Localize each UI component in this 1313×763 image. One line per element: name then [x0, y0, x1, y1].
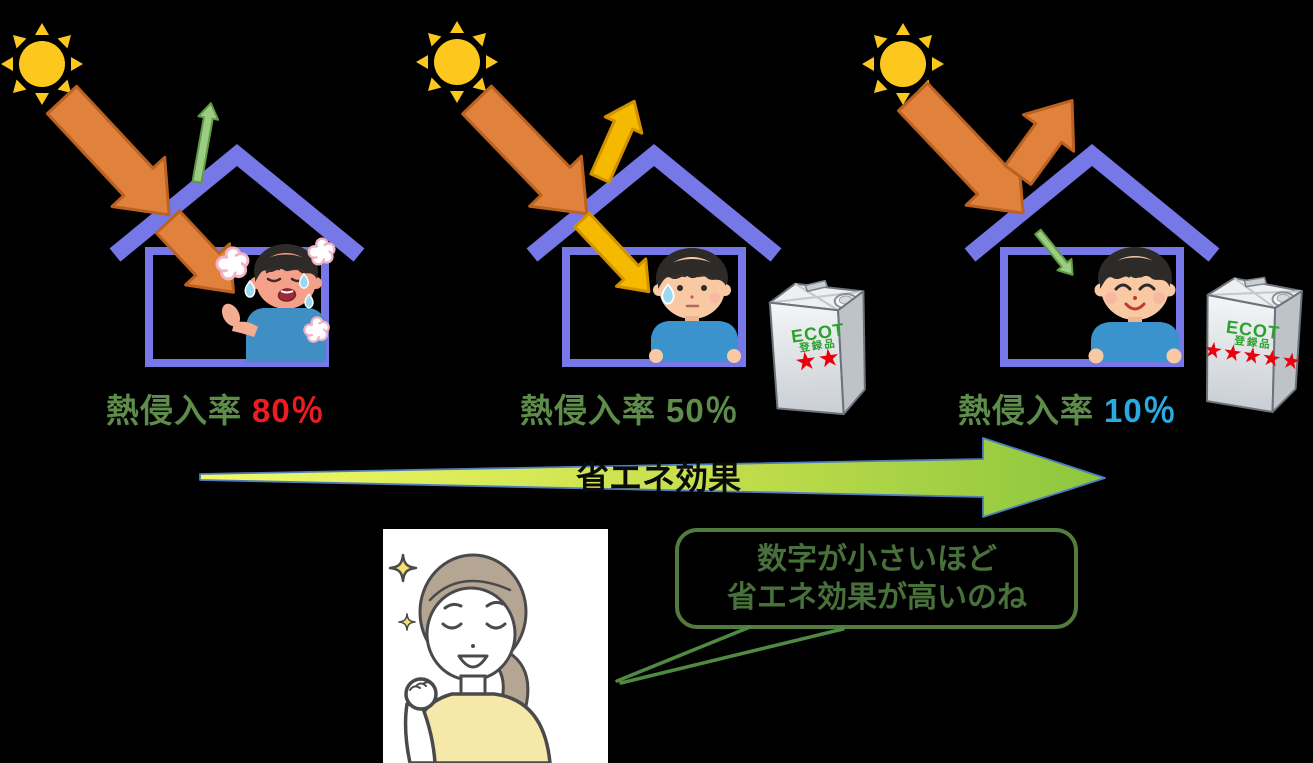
woman-illustration — [383, 529, 608, 763]
neutral-person — [649, 248, 741, 363]
incident-sunlight-arrow — [45, 84, 171, 217]
heat-rate-prefix: 熱侵入率 — [520, 392, 656, 429]
heat-rate-label: 熱侵入率 50％ — [520, 384, 739, 432]
reflected-heat-arrow — [1003, 99, 1076, 186]
heat-rate-value: 10％ — [1104, 392, 1177, 429]
incident-sunlight-arrow — [461, 84, 589, 216]
penetrating-heat-arrow — [154, 209, 235, 294]
heat-rate-prefix: 熱侵入率 — [106, 392, 242, 429]
heat-rate-prefix: 熱侵入率 — [958, 392, 1094, 429]
happy-person — [1088, 247, 1182, 364]
speech-line-2: 省エネ効果が高いのね — [727, 580, 1027, 614]
heat-rate-label: 熱侵入率 10％ — [958, 384, 1177, 432]
speech-bubble-text: 数字が小さいほど 省エネ効果が高いのね — [678, 531, 1076, 626]
heat-rate-value: 80％ — [252, 392, 325, 429]
reflected-heat-arrow — [589, 99, 644, 184]
reflected-heat-arrow — [191, 102, 220, 184]
speech-line-1: 数字が小さいほど — [757, 543, 997, 576]
penetrating-heat-arrow — [1034, 228, 1074, 276]
penetrating-heat-arrow — [573, 211, 651, 294]
speech-bubble — [675, 528, 1078, 629]
steam-puff-icon — [307, 237, 336, 266]
heat-rate-label: 熱侵入率 80％ — [106, 384, 325, 432]
heat-rate-value: 50％ — [666, 392, 739, 429]
energy-effect-label: 省エネ効果 — [576, 459, 741, 496]
energy-effect-arrow — [199, 437, 1106, 518]
speech-bubble-tail — [615, 625, 845, 685]
overheated-person — [221, 244, 326, 362]
